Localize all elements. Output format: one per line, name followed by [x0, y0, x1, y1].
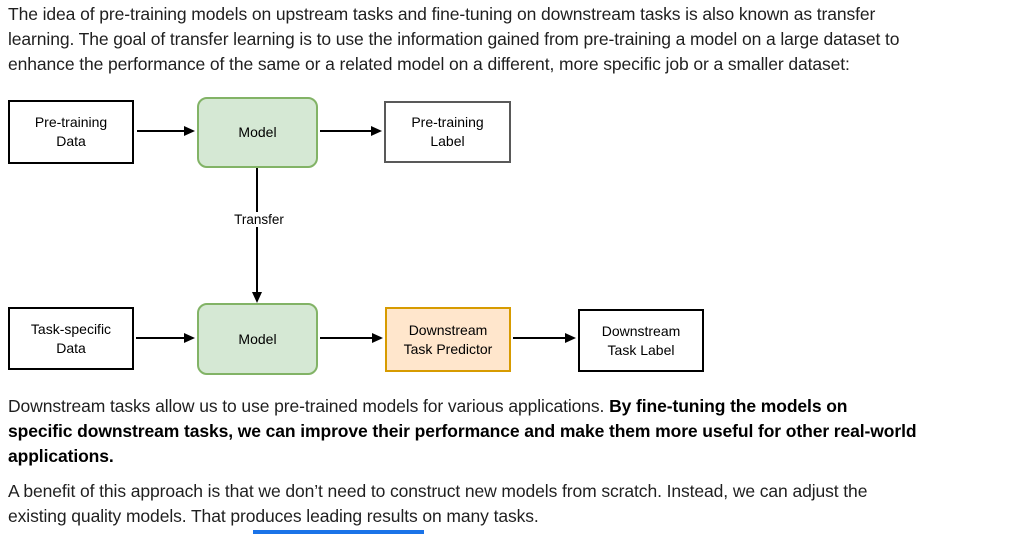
- arrow-shaft: [256, 168, 258, 292]
- arrow-head-icon: [184, 126, 195, 136]
- paragraph-downstream-bold-text: By fine-tuning the models on specific do…: [8, 396, 917, 466]
- paragraph-benefit: A benefit of this approach is that we do…: [8, 481, 868, 526]
- arrow-pretraining-data-to-model: [137, 126, 195, 136]
- arrow-transfer: [252, 168, 262, 303]
- arrow-model-to-predictor: [320, 333, 383, 343]
- arrow-task-data-to-model: [136, 333, 195, 343]
- arrow-head-icon: [371, 126, 382, 136]
- arrow-head-icon: [184, 333, 195, 343]
- bottom-accent-bar: [253, 530, 424, 534]
- arrow-model-to-pretraining-label: [320, 126, 382, 136]
- node-downstream-task-label: Downstream Task Label: [578, 309, 704, 372]
- node-pretraining-label: Pre-training Label: [384, 101, 511, 163]
- arrow-shaft: [137, 130, 184, 132]
- paragraph-intro: The idea of pre-training models on upstr…: [8, 4, 900, 74]
- paragraph-downstream: Downstream tasks allow us to use pre-tra…: [8, 394, 1020, 469]
- node-task-specific-data: Task-specific Data: [8, 307, 134, 370]
- transfer-edge-label: Transfer: [227, 212, 291, 227]
- arrow-head-icon: [252, 292, 262, 303]
- node-model-top: Model: [197, 97, 318, 168]
- arrow-predictor-to-label: [513, 333, 576, 343]
- arrow-head-icon: [565, 333, 576, 343]
- node-downstream-task-predictor: Downstream Task Predictor: [385, 307, 511, 372]
- arrow-shaft: [320, 337, 372, 339]
- node-pretraining-data: Pre-training Data: [8, 100, 134, 164]
- paragraph-downstream-regular-text: Downstream tasks allow us to use pre-tra…: [8, 396, 610, 416]
- arrow-head-icon: [372, 333, 383, 343]
- arrow-shaft: [136, 337, 184, 339]
- arrow-shaft: [513, 337, 565, 339]
- arrow-shaft: [320, 130, 371, 132]
- node-model-bottom: Model: [197, 303, 318, 375]
